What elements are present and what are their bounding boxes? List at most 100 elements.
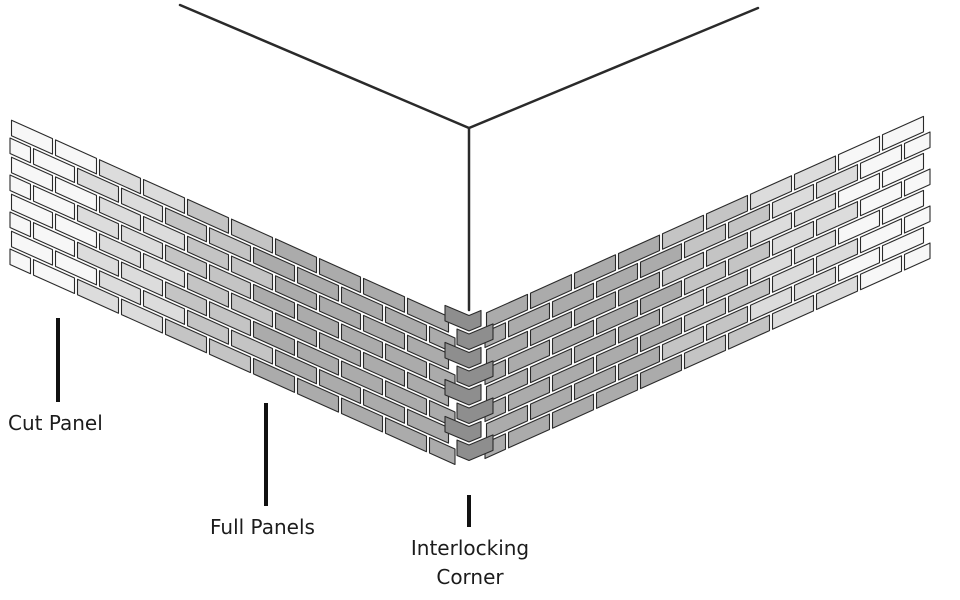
cut-panel-brick: [32, 185, 76, 221]
corner-brick: [456, 323, 494, 351]
cut-panel-brick: [859, 144, 903, 180]
full-panel-brick: [705, 305, 749, 341]
corner-brick: [456, 434, 494, 462]
full-panel-brick: [639, 280, 683, 316]
full-panel-brick: [296, 303, 340, 339]
cut-panel-brick: [837, 246, 881, 282]
cut-panel-brick: [837, 172, 881, 208]
full-panel-brick: [384, 343, 428, 379]
full-panel-brick: [252, 357, 296, 393]
full-panel-brick: [815, 275, 859, 311]
full-panel-brick: [661, 251, 705, 287]
full-panel-brick: [76, 167, 120, 203]
full-panel-brick: [274, 238, 318, 274]
full-panel-brick: [771, 220, 815, 256]
cut-panel-brick: [10, 193, 54, 229]
full-panel-brick: [76, 204, 120, 240]
full-panel-brick: [296, 266, 340, 302]
full-panel-brick: [705, 268, 749, 304]
full-panel-brick: [749, 286, 793, 322]
cut-panel-brick: [903, 242, 931, 271]
full-panel-brick: [595, 299, 639, 335]
full-panel-brick: [120, 187, 164, 223]
cut-panel-brick: [837, 209, 881, 245]
full-panel-brick: [252, 246, 296, 282]
cut-panel-brick: [54, 139, 98, 175]
corner-brick: [444, 415, 482, 443]
cut-panel-brick: [9, 211, 32, 238]
full-panel-brick: [529, 385, 573, 421]
cut-panel-brick: [881, 152, 925, 188]
cut-panel-brick: [881, 189, 925, 225]
full-panel-brick: [120, 298, 164, 334]
building-roof-edge-left: [178, 3, 471, 130]
full-panel-brick: [573, 365, 617, 401]
full-panel-brick: [705, 194, 749, 230]
full-panel-brick: [485, 330, 529, 366]
right-wall-panels: [484, 115, 931, 460]
cut-panel-brick: [32, 148, 76, 184]
full-panel-brick: [164, 207, 208, 243]
cut-panel-brick: [837, 135, 881, 171]
cut-panel-brick: [32, 259, 76, 295]
full-panel-brick: [727, 203, 771, 239]
building-outline: [178, 3, 760, 312]
full-panel-brick: [749, 212, 793, 248]
full-panel-brick: [296, 340, 340, 376]
full-panel-brick: [617, 308, 661, 344]
full-panel-brick: [252, 283, 296, 319]
full-panel-brick: [208, 301, 252, 337]
cut-panel-brick: [32, 222, 76, 258]
corner-brick: [444, 378, 482, 406]
cut-panel-brick: [903, 205, 931, 234]
cut-panel-brick: [54, 250, 98, 286]
full-panel-brick: [749, 249, 793, 285]
full-panel-brick: [142, 252, 186, 288]
full-panel-brick: [362, 388, 406, 424]
full-panel-brick: [230, 255, 274, 291]
cut-panel-brick: [54, 213, 98, 249]
full-panel-brick: [186, 309, 230, 345]
full-panel-brick: [164, 281, 208, 317]
full-panel-brick: [705, 231, 749, 267]
full-panel-brick: [507, 413, 551, 449]
interlocking-corner-label-line1: Interlocking: [411, 536, 529, 560]
cut-panel-brick: [903, 168, 931, 197]
full-panel-brick: [186, 272, 230, 308]
cut-panel-brick: [859, 218, 903, 254]
full-panel-brick: [639, 354, 683, 390]
full-panel-brick: [683, 260, 727, 296]
full-panel-brick: [529, 274, 573, 310]
full-panel-brick: [230, 292, 274, 328]
full-panel-brick: [120, 224, 164, 260]
full-panel-brick: [208, 264, 252, 300]
full-panel-brick: [384, 380, 428, 416]
full-panel-brick: [793, 229, 837, 265]
full-panel-brick: [340, 286, 384, 322]
corner-brick: [444, 304, 482, 332]
leader-lines: [56, 318, 471, 527]
full-panel-brick: [617, 271, 661, 307]
full-panel-brick: [595, 336, 639, 372]
cut-panel-brick: [10, 230, 54, 266]
full-panel-brick: [274, 349, 318, 385]
full-panel-brick: [749, 175, 793, 211]
cut-panel-brick: [9, 174, 32, 201]
full-panel-brick: [318, 332, 362, 368]
full-panel-brick: [507, 339, 551, 375]
full-panel-brick: [727, 277, 771, 313]
full-panel-brick: [186, 235, 230, 271]
full-panel-brick: [639, 243, 683, 279]
full-panel-brick: [617, 345, 661, 381]
full-panel-brick: [815, 238, 859, 274]
full-panel-brick: [529, 311, 573, 347]
full-panel-brick: [142, 289, 186, 325]
full-panel-brick: [362, 351, 406, 387]
full-panel-brick: [485, 293, 529, 329]
full-panel-brick: [98, 270, 142, 306]
interlocking-corner-label-line2: Corner: [436, 565, 504, 589]
interlocking-corner-bricks: [444, 304, 494, 462]
full-panel-brick: [661, 288, 705, 324]
full-panel-brick: [406, 334, 450, 370]
